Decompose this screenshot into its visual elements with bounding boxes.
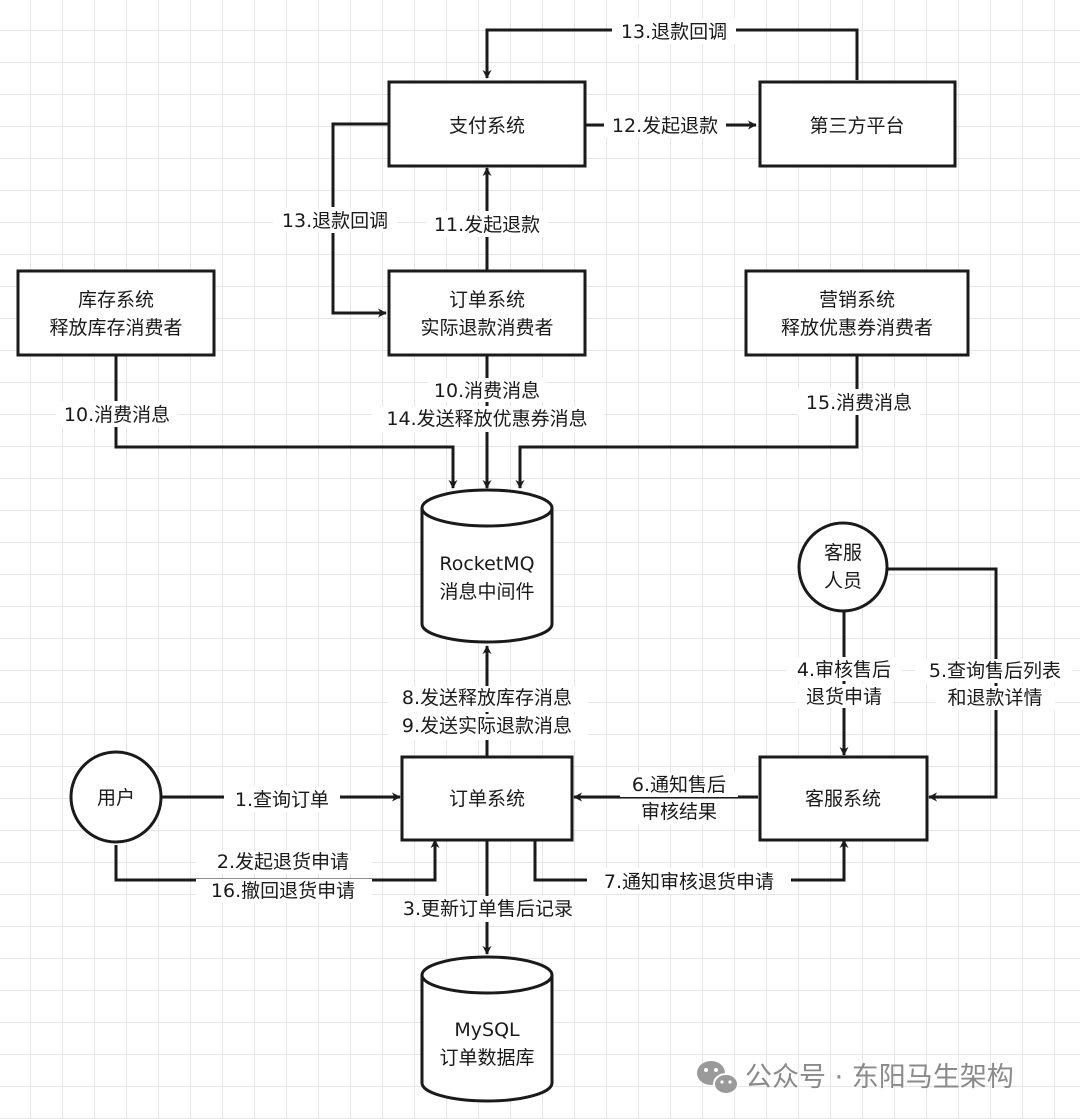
edge-label-line1: 5.查询售后列表 [929,660,1061,682]
edge-8-9-send-messages: 8.发送释放库存消息 9.发送实际退款消息 [388,645,588,757]
edge-6-notify-result: 6.通知售后 审核结果 [573,773,758,824]
edge-10-inventory-consume: 10.消费消息 [56,355,458,489]
node-user: 用户 [69,750,163,844]
node-label-line1: 库存系统 [78,289,154,311]
node-inventory-consumer: 库存系统 释放库存消费者 [16,269,216,357]
wechat-icon [697,1061,739,1095]
edge-1-query-order: 1.查询订单 [162,786,401,812]
node-label-line2: 订单数据库 [439,1047,534,1069]
node-label-line2: 释放库存消费者 [49,317,182,339]
edge-label-line1: 8.发送释放库存消息 [402,687,572,709]
node-mysql: MySQL 订单数据库 [420,955,554,1103]
edge-13-refund-callback-top: 13.退款回调 [482,18,859,80]
edge-label-line1: 2.发起退货申请 [217,851,349,873]
node-order-refund-consumer: 订单系统 实际退款消费者 [387,269,587,357]
edge-label-line2: 16.撤回退货申请 [211,880,355,902]
node-third-party-platform: 第三方平台 [758,80,957,168]
edge-label: 7.通知审核退货申请 [604,871,774,893]
node-cs-staff: 客服 人员 [797,521,889,613]
node-label-line1: RocketMQ [439,553,534,575]
edge-5-query-list: 5.查询售后列表 和退款详情 [886,567,1073,802]
edge-13-refund-callback-left: 13.退款回调 [273,122,397,318]
edge-label-line1: 10.消费消息 [434,380,540,402]
node-label-line2: 消息中间件 [439,581,534,603]
edge-label: 1.查询订单 [235,789,329,811]
edge-12-initiate-refund: 12.发起退款 [585,112,757,138]
edge-7-notify-review: 7.通知审核退货申请 [533,839,849,894]
edge-label: 13.退款回调 [282,210,388,232]
watermark: 公众号 · 东阳马生架构 [697,1061,1014,1095]
node-label: 第三方平台 [809,115,904,137]
node-label: 客服系统 [805,788,881,810]
edge-10-14-order-consumer: 10.消费消息 14.发送释放优惠券消息 [372,355,604,489]
node-label-line1: MySQL [454,1019,520,1041]
edge-label: 10.消费消息 [64,404,170,426]
edge-label-line1: 4.审核售后 [797,659,891,681]
edge-label: 13.退款回调 [621,21,727,43]
node-label-line2: 实际退款消费者 [420,317,553,339]
node-label: 用户 [97,787,135,809]
edge-3-update-record: 3.更新订单售后记录 [387,840,589,955]
node-label-line2: 释放优惠券消费者 [781,317,933,339]
edge-4-review-return: 4.审核售后 退货申请 [786,610,902,756]
node-order-system: 订单系统 [400,755,574,842]
edge-label-line1: 6.通知售后 [632,774,726,796]
edge-label-line2: 9.发送实际退款消息 [402,715,572,737]
edge-2-16-return-request: 2.发起退货申请 16.撤回退货申请 [114,839,440,903]
node-label-line1: 客服 [824,542,862,564]
edge-label: 12.发起退款 [612,115,718,137]
edge-label-line2: 和退款详情 [947,687,1042,709]
node-label: 支付系统 [449,115,525,137]
edge-label: 15.消费消息 [806,392,912,414]
node-label: 订单系统 [449,788,525,810]
node-rocketmq: RocketMQ 消息中间件 [420,488,554,644]
node-cs-system: 客服系统 [758,755,929,842]
watermark-text: 公众号 · 东阳马生架构 [745,1062,1014,1093]
edge-label-line2: 14.发送释放优惠券消息 [386,408,587,430]
edge-label-line2: 审核结果 [641,801,717,823]
edge-label: 11.发起退款 [434,214,540,236]
edge-15-marketing-consume: 15.消费消息 [515,355,920,489]
node-label-line1: 营销系统 [819,289,895,311]
edge-label: 3.更新订单售后记录 [403,898,573,920]
node-marketing-consumer: 营销系统 释放优惠券消费者 [744,269,970,357]
node-label-line2: 人员 [824,570,862,592]
node-payment-system: 支付系统 [387,80,587,168]
edge-label-line2: 退货申请 [806,686,882,708]
node-label-line1: 订单系统 [449,289,525,311]
edge-11-initiate-refund: 11.发起退款 [426,167,548,271]
